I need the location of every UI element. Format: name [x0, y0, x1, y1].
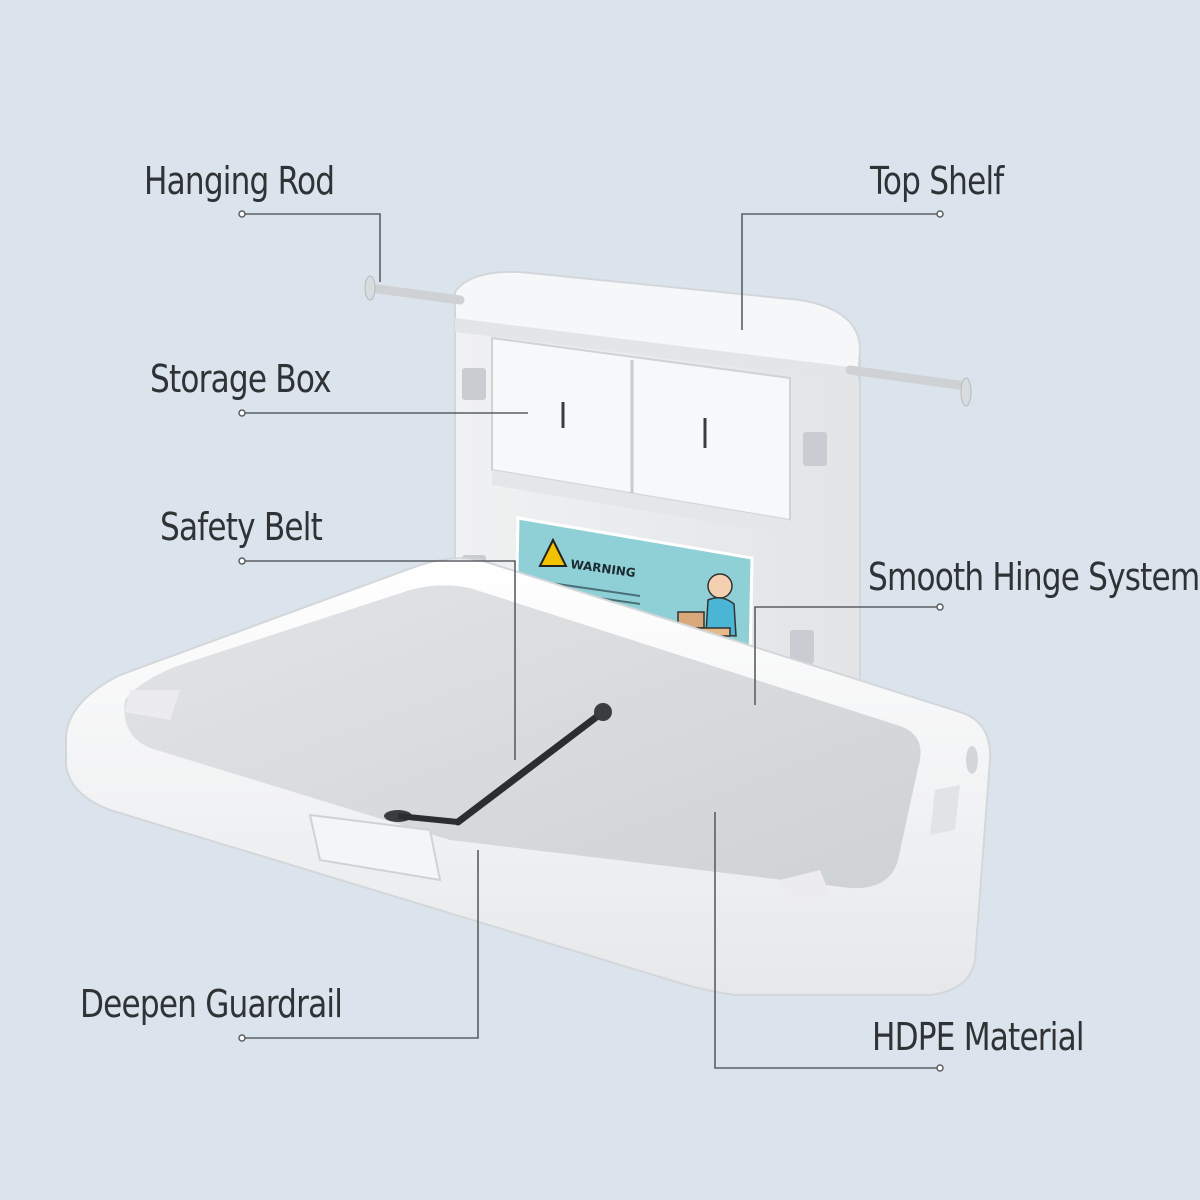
safety-belt	[384, 703, 612, 826]
label-safety-belt: Safety Belt	[160, 505, 323, 549]
label-hanging-rod: Hanging Rod	[144, 159, 335, 203]
tray	[65, 557, 992, 996]
leader-lines	[242, 213, 940, 1069]
leader-endpoints	[238, 210, 944, 1072]
hanging-rod	[364, 275, 972, 407]
label-deepen-guardrail: Deepen Guardrail	[80, 982, 343, 1026]
label-hdpe-material: HDPE Material	[872, 1015, 1085, 1059]
label-smooth-hinge-system: Smooth Hinge System	[868, 555, 1200, 599]
warning-triangle-icon	[538, 537, 568, 567]
tray-side-clip	[930, 746, 978, 835]
top-shelf	[454, 270, 862, 382]
label-top-shelf: Top Shelf	[870, 159, 1004, 203]
storage-box	[491, 336, 791, 535]
guardrail-slot	[308, 813, 442, 882]
label-storage-box: Storage Box	[150, 357, 332, 401]
